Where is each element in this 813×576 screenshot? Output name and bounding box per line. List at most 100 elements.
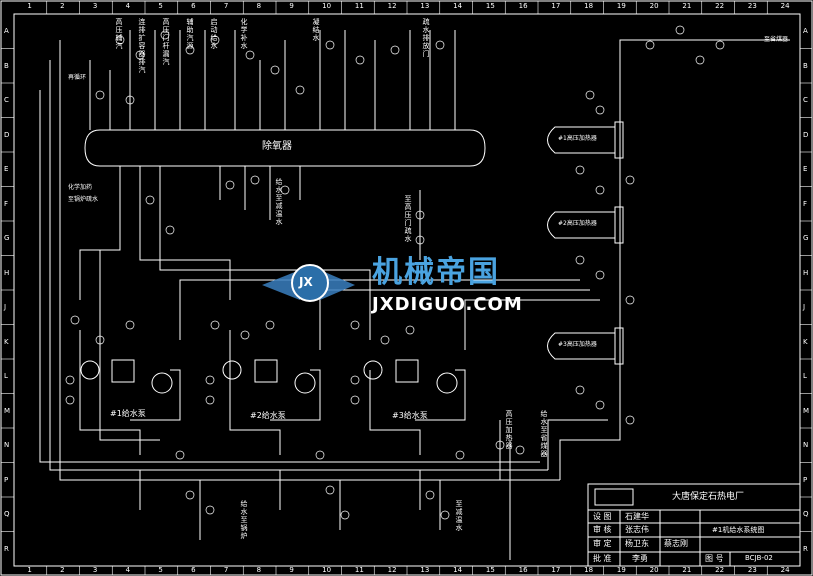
col-top-2: 2 [60, 2, 65, 10]
company-name: 大唐保定石热电厂 [672, 492, 745, 502]
deaerator-tank [84, 129, 486, 167]
hp-heaters [547, 121, 624, 365]
col-bottom-15: 15 [485, 566, 495, 574]
row-left-M: M [4, 406, 11, 415]
row-left-G: G [4, 234, 10, 243]
col-top-8: 8 [256, 2, 262, 10]
row-left-H: H [4, 268, 10, 277]
instrument-bubble [390, 45, 400, 55]
col-bottom-6: 6 [191, 566, 196, 574]
bottom-label-2: 至减温水 [455, 500, 463, 532]
instrument-bubble [205, 375, 215, 385]
instrument-bubble [675, 25, 685, 35]
heater-3-label: #3高压加热器 [558, 341, 597, 348]
watermark-brand: 机械帝国 [372, 255, 500, 290]
instrument-bubble [165, 225, 175, 235]
instrument-bubble [95, 90, 105, 100]
feed-pumps [80, 359, 458, 394]
instrument-bubble [185, 45, 195, 55]
col-top-16: 16 [518, 2, 528, 10]
pump-3-label: #3给水泵 [392, 411, 428, 420]
col-bottom-3: 3 [92, 566, 98, 574]
instrument-bubble [695, 55, 705, 65]
row-right-C: C [803, 96, 808, 105]
instrument-bubble [70, 315, 80, 325]
col-top-12: 12 [387, 2, 397, 10]
row-right-D: D [803, 130, 809, 139]
col-bottom-19: 19 [616, 566, 626, 574]
instrument-bubble [145, 195, 155, 205]
hp-heater-2 [547, 211, 616, 239]
instrument-bubble [595, 270, 605, 280]
instrument-bubble [350, 395, 360, 405]
instrument-bubble [125, 95, 135, 105]
col-top-15: 15 [485, 2, 495, 10]
row-right-H: H [803, 268, 809, 277]
instrument-bubble [225, 180, 235, 190]
top-label-1: 高压辅汽 [115, 18, 123, 50]
col-bottom-21: 21 [682, 566, 692, 574]
instrument-bubble [325, 40, 335, 50]
col-top-10: 10 [322, 2, 332, 10]
instrument-bubble [440, 510, 450, 520]
instrument-bubble [95, 335, 105, 345]
col-bottom-18: 18 [584, 566, 594, 574]
col-bottom-9: 9 [289, 566, 294, 574]
col-top-20: 20 [649, 2, 659, 10]
pump-1-label: #1给水泵 [110, 409, 146, 418]
instrument-bubble [625, 175, 635, 185]
row-right-L: L [803, 372, 807, 381]
col-bottom-2: 2 [60, 566, 65, 574]
instrument-bubble [65, 375, 75, 385]
role-3: 审 定 [593, 539, 612, 548]
instrument-bubble [280, 185, 290, 195]
instrument-bubble [575, 385, 585, 395]
drawing-title: #1机给水系统图 [712, 526, 765, 534]
col-bottom-23: 23 [747, 566, 757, 574]
col-bottom-11: 11 [354, 566, 364, 574]
row-left-N: N [4, 441, 10, 450]
col-bottom-5: 5 [158, 566, 163, 574]
col-bottom-14: 14 [453, 566, 463, 574]
name-2: 张志伟 [625, 525, 649, 534]
role-1: 设 图 [593, 512, 612, 521]
row-right-E: E [803, 165, 808, 174]
top-label-3: 高压门杆漏汽 [162, 18, 170, 66]
col-top-24: 24 [780, 2, 790, 10]
instrument-bubble [715, 40, 725, 50]
row-left-P: P [4, 475, 9, 484]
name-1: 石建华 [625, 512, 649, 521]
instrument-bubble [265, 320, 275, 330]
top-label-8: 疏水排放门 [422, 18, 430, 58]
top-label-2: 连排扩容器排汽 [138, 18, 146, 74]
instrument-bubble [315, 450, 325, 460]
right-label-2: 给水至省煤器 [540, 410, 548, 458]
row-left-R: R [4, 544, 9, 553]
col-top-4: 4 [125, 2, 131, 10]
name-3: 杨卫东 [625, 539, 649, 548]
instrument-bubble [340, 510, 350, 520]
col-bottom-10: 10 [322, 566, 332, 574]
instrument-bubble [65, 395, 75, 405]
row-left-E: E [4, 165, 9, 174]
row-left-D: D [4, 130, 10, 139]
watermark-logo [262, 264, 355, 302]
row-right-F: F [803, 199, 808, 208]
left-label-3: 至锅炉疏水 [68, 196, 99, 203]
col-top-7: 7 [223, 2, 229, 10]
instrument-bubble [380, 335, 390, 345]
col-bottom-7: 7 [223, 566, 229, 574]
instrument-bubble [585, 90, 595, 100]
row-right-R: R [803, 544, 808, 553]
instrument-bubble [455, 450, 465, 460]
heater-2-label: #2高压加热器 [558, 220, 597, 227]
hp-heater-3 [547, 332, 616, 360]
row-left-F: F [4, 199, 9, 208]
title-block-frame [587, 483, 801, 567]
row-right-N: N [803, 441, 809, 450]
instrument-bubble [495, 440, 505, 450]
instrument-bubble [185, 490, 195, 500]
bottom-label-1: 给水至锅炉 [240, 500, 248, 540]
role-4: 批 准 [593, 554, 612, 563]
